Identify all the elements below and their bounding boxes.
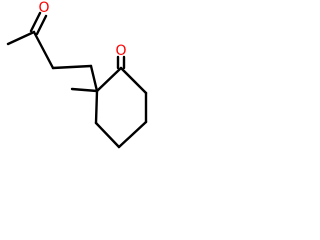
bond-methyl-carbonyl — [6, 30, 36, 46]
bond-carbonyl-o2-double-b — [35, 14, 48, 36]
bond-quaternary-methyl — [70, 87, 99, 93]
bond-ch2-ch2 — [51, 64, 93, 70]
molecule-canvas: O O — [0, 0, 150, 150]
bond-carbonyl-o2-double-a — [29, 11, 42, 33]
atom-oxygen-side-chain: O — [38, 0, 49, 16]
bond-carbonyl-ch2 — [32, 30, 55, 70]
atom-oxygen-ring: O — [115, 43, 126, 59]
bond-ring-c5-c4 — [117, 120, 148, 149]
bond-ring-c1-c6 — [119, 66, 148, 95]
bond-ring-c4-c3 — [94, 121, 121, 149]
structure-diagram: O O — [6, 0, 148, 149]
bond-ring-c2-c1 — [95, 66, 123, 93]
bond-ring-c3-c2 — [94, 89, 99, 125]
bond-ch2-quaternary — [89, 64, 99, 93]
